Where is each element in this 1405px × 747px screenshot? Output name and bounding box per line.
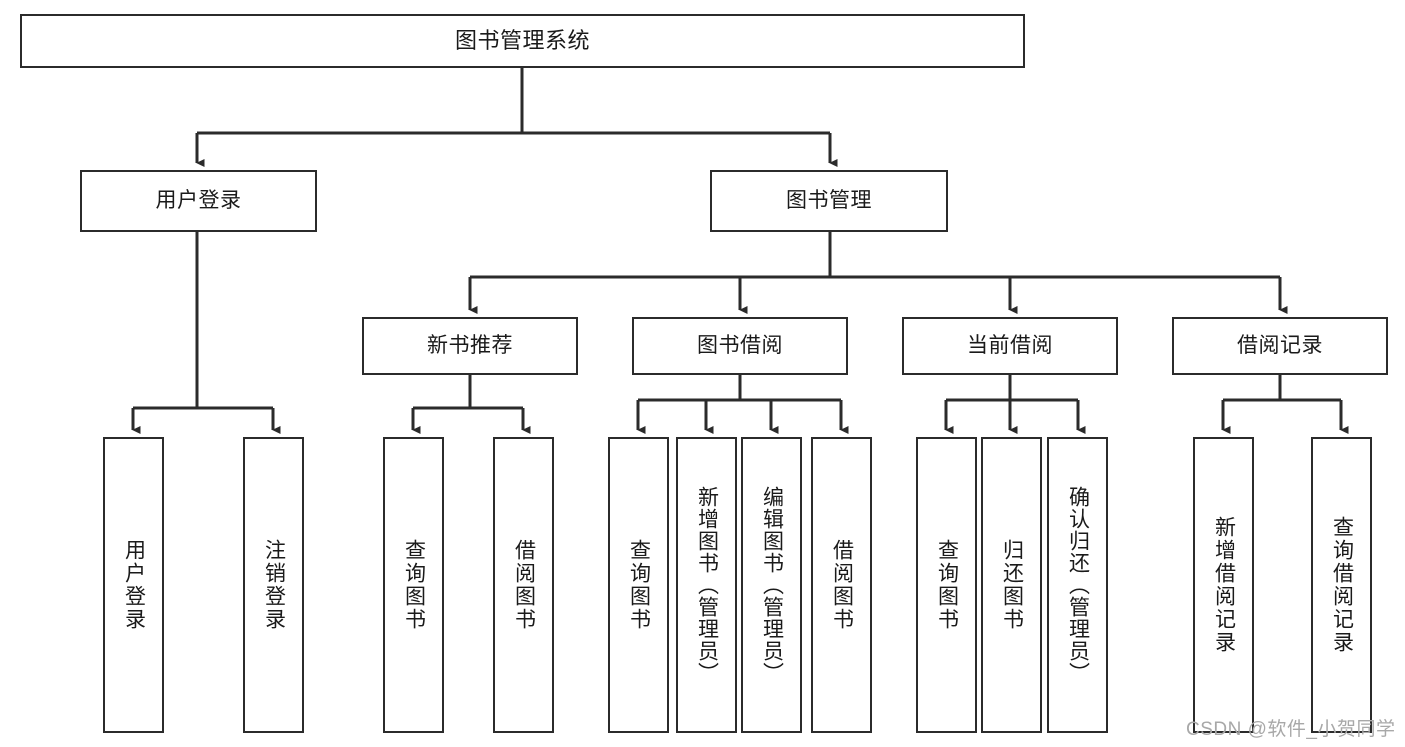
node-label: 图书管理系统 [454, 28, 590, 54]
node-label: 当前借阅 [967, 333, 1053, 357]
node-label: 用户登录 [155, 188, 242, 212]
node-label: 借阅记录 [1237, 333, 1323, 357]
node-label: 借阅图书 [830, 539, 854, 631]
node-label: 确认归还（管理员） [1066, 486, 1090, 684]
node-book-management[interactable]: 图书管理 [710, 170, 948, 232]
leaf-borrow-record-add-record[interactable]: 新增借阅记录 [1193, 437, 1254, 733]
node-label: 用户登录 [122, 539, 146, 631]
node-borrow-record[interactable]: 借阅记录 [1172, 317, 1388, 375]
node-label: 新增借阅记录 [1212, 516, 1236, 654]
leaf-book-borrow-query-book[interactable]: 查询图书 [608, 437, 669, 733]
leaf-current-borrow-return-book[interactable]: 归还图书 [981, 437, 1042, 733]
node-label: 查询图书 [627, 539, 651, 631]
node-label: 编辑图书（管理员） [760, 486, 784, 684]
node-book-borrow[interactable]: 图书借阅 [632, 317, 848, 375]
leaf-new-book-borrow-book[interactable]: 借阅图书 [493, 437, 554, 733]
node-label: 图书管理 [786, 188, 872, 212]
leaf-current-borrow-confirm-return-admin[interactable]: 确认归还（管理员） [1047, 437, 1108, 733]
node-label: 查询借阅记录 [1330, 516, 1354, 654]
node-label: 新增图书（管理员） [695, 486, 719, 684]
leaf-user-login-logout[interactable]: 注销登录 [243, 437, 304, 733]
node-label: 归还图书 [1000, 539, 1024, 631]
node-current-borrow[interactable]: 当前借阅 [902, 317, 1118, 375]
node-label: 借阅图书 [512, 539, 536, 631]
node-label: 新书推荐 [427, 333, 513, 357]
node-new-book-recommend[interactable]: 新书推荐 [362, 317, 578, 375]
node-user-login[interactable]: 用户登录 [80, 170, 317, 232]
node-book-management-system[interactable]: 图书管理系统 [20, 14, 1025, 68]
leaf-current-borrow-query-book[interactable]: 查询图书 [916, 437, 977, 733]
node-label: 查询图书 [935, 539, 959, 631]
leaf-borrow-record-query-record[interactable]: 查询借阅记录 [1311, 437, 1372, 733]
leaf-book-borrow-add-book-admin[interactable]: 新增图书（管理员） [676, 437, 737, 733]
node-label: 查询图书 [402, 539, 426, 631]
node-label: 图书借阅 [697, 333, 783, 357]
leaf-book-borrow-edit-book-admin[interactable]: 编辑图书（管理员） [741, 437, 802, 733]
leaf-new-book-query-book[interactable]: 查询图书 [383, 437, 444, 733]
leaf-user-login-login[interactable]: 用户登录 [103, 437, 164, 733]
leaf-book-borrow-borrow-book[interactable]: 借阅图书 [811, 437, 872, 733]
node-label: 注销登录 [262, 539, 286, 631]
